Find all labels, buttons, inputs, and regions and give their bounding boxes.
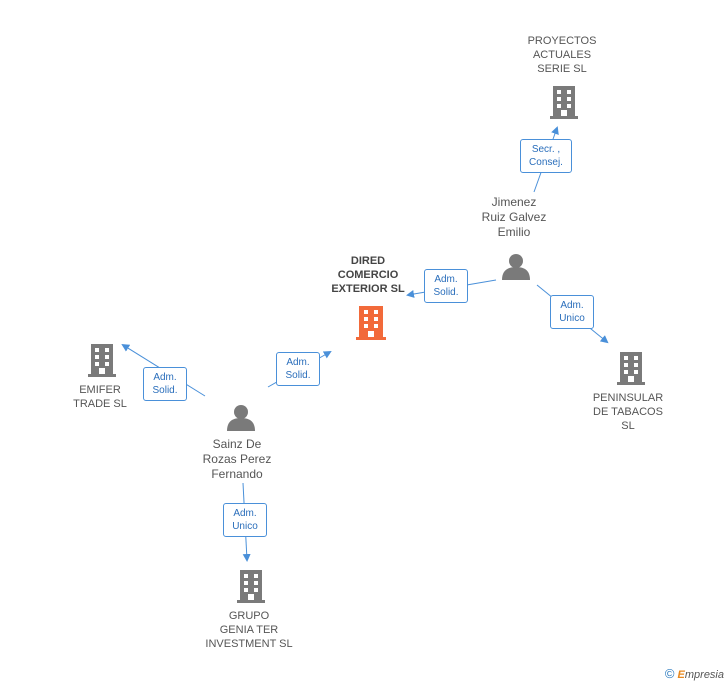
- node-label-sainz[interactable]: Sainz De Rozas Perez Fernando: [202, 437, 272, 481]
- edge-label-sainz-dired: Adm. Solid.: [276, 352, 320, 386]
- footer-brand: © Empresia: [665, 666, 724, 681]
- edges: [121, 126, 609, 562]
- brand-name: mpresia: [684, 669, 724, 681]
- node-label-proyectos[interactable]: PROYECTOS ACTUALES SERIE SL: [527, 35, 597, 75]
- node-label-emifer[interactable]: EMIFER TRADE SL: [73, 384, 127, 410]
- building-icon: [237, 570, 265, 603]
- building-icon: [88, 344, 116, 377]
- node-label-dired[interactable]: DIRED COMERCIO EXTERIOR SL: [331, 255, 405, 295]
- edge-label-jimenez-proyectos: Secr. , Consej.: [520, 139, 572, 173]
- person-icon: [227, 405, 255, 431]
- copyright-icon: ©: [664, 666, 675, 681]
- building-icon-highlight: [356, 306, 386, 340]
- edge-label-jimenez-dired: Adm. Solid.: [424, 269, 468, 303]
- edge-label-sainz-grupo: Adm. Unico: [223, 503, 267, 537]
- edge-label-sainz-emifer: Adm. Solid.: [143, 367, 187, 401]
- building-icon: [617, 352, 645, 385]
- brand-logo-letter: E: [677, 669, 685, 681]
- node-label-peninsular[interactable]: PENINSULAR DE TABACOS SL: [592, 392, 664, 432]
- node-label-jimenez[interactable]: Jimenez Ruiz Galvez Emilio: [481, 195, 547, 239]
- edge-label-jimenez-peninsular: Adm. Unico: [550, 295, 594, 329]
- person-icon: [502, 254, 530, 280]
- building-icon: [550, 86, 578, 119]
- node-label-grupo[interactable]: GRUPO GENIA TER INVESTMENT SL: [205, 610, 293, 650]
